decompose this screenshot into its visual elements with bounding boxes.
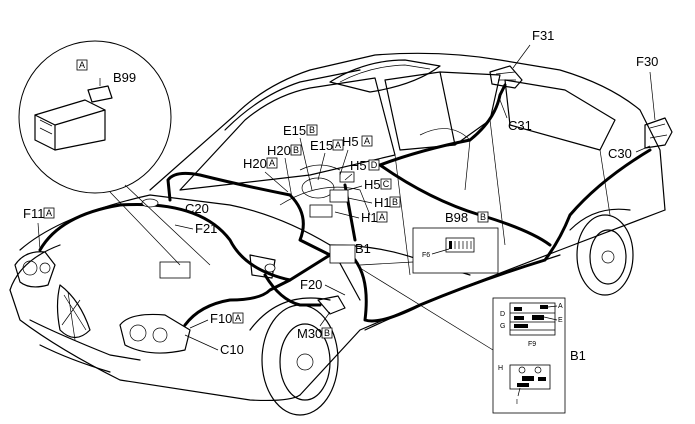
b1-connector-block [329,244,356,264]
svg-text:B: B [324,328,330,338]
rear-lamp-side [644,117,673,149]
e15a-label: E15 [310,138,333,153]
b99-sub-label: A [79,60,85,70]
m30-label: M30 [297,326,322,341]
h5a-label: H5 [342,134,359,149]
battery-inset-b99: A B99 [18,40,211,266]
svg-text:A: A [235,313,241,323]
h5c-label: H5 [364,177,381,192]
c31-label: C31 [508,118,532,133]
c20-label: C20 [185,201,209,216]
svg-text:B: B [480,212,486,222]
h20b-label: H20 [267,143,291,158]
h20a-label: H20 [243,156,267,171]
f6-label: F6 [422,252,430,259]
svg-text:A: A [379,212,385,222]
fusebox-inset-b98: F6 B98 B [359,210,499,274]
svg-text:C: C [383,179,390,189]
svg-text:E: E [558,317,563,324]
side-lamp-m30 [317,295,346,315]
svg-text:A: A [269,158,275,168]
svg-text:A: A [46,208,52,218]
svg-text:I: I [516,399,518,406]
h5d-label: H5 [350,158,367,173]
b1-side-label: B1 [570,348,586,363]
headlamp-left [14,251,56,288]
h1a-label: H1 [361,210,378,225]
svg-text:B: B [309,125,315,135]
b1-top-label: B1 [355,241,371,256]
battery-icon [34,99,106,151]
engine-connector-block [159,261,191,279]
f30-label: F30 [636,54,658,69]
e15b-label: E15 [283,123,306,138]
b99-label: B99 [113,70,136,85]
f20-label: F20 [300,277,322,292]
svg-text:A: A [558,303,563,310]
f11-label: F11 [23,206,44,221]
rear-lamp-top [489,65,523,89]
svg-text:A: A [364,136,370,146]
c30-label: C30 [608,146,632,161]
h1b-label: H1 [374,195,391,210]
fusebox-inset-b1: A D E G F9 H I B1 [359,267,586,414]
svg-text:B: B [392,197,398,207]
svg-text:D: D [371,160,378,170]
svg-text:D: D [500,311,505,318]
f31-label: F31 [532,28,554,43]
f9-label: F9 [528,341,536,348]
f10-label: F10 [210,311,232,326]
svg-text:G: G [500,323,505,330]
b98-label: B98 [445,210,468,225]
component-labels: F31 C31 F30 C30 E15 B E15 A H5 A H20 B H… [23,28,658,357]
headlamp-right [119,313,191,354]
svg-text:B: B [293,145,299,155]
b99-sub-box [76,59,88,71]
svg-text:A: A [335,140,341,150]
f21-label: F21 [195,221,217,236]
svg-text:H: H [498,365,503,372]
c10-label: C10 [220,342,244,357]
